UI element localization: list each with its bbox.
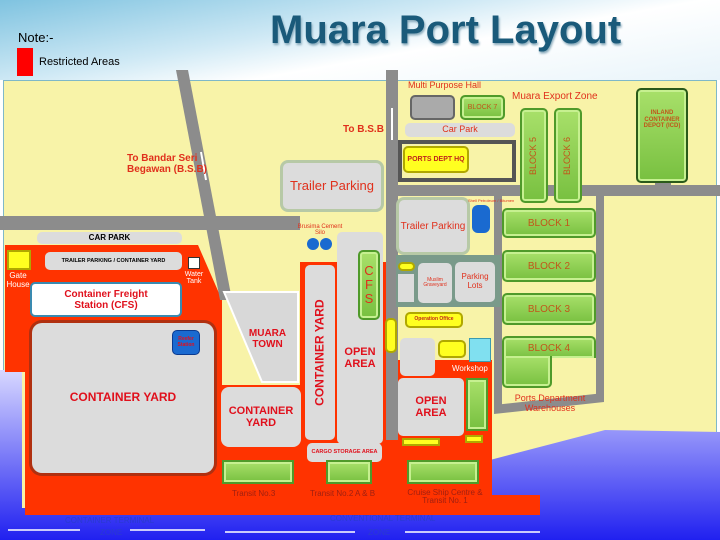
zone-conventional-terminal: CONVENTIONAL TERMINAL — [330, 514, 436, 523]
road-warehouse — [494, 393, 604, 414]
label-cement-silo: Brusima Cement Silo — [297, 224, 343, 236]
trailer-parking-top: Trailer Parking — [283, 163, 381, 209]
green-shed — [466, 378, 488, 431]
cargo-storage-area: CARGO STORAGE AREA — [307, 443, 382, 462]
legend-restricted: Restricted Areas — [39, 56, 120, 68]
multi-purpose-hall — [410, 95, 455, 120]
car-park-left: CAR PARK — [37, 232, 182, 244]
trailer-parking-mid: Trailer Parking — [399, 200, 467, 252]
cfs-vertical: C F S — [358, 250, 380, 320]
label-cruise: Cruise Ship Centre & Transit No. 1 — [407, 488, 483, 505]
road-blocks-east — [596, 196, 604, 401]
legend-note: Note:- — [18, 30, 54, 45]
inland-container-depot: INLAND CONTAINER DEPOT (ICD) — [636, 88, 688, 183]
label-gate-house: Gate House — [6, 271, 30, 289]
muara-town: MUARA TOWN — [248, 328, 287, 350]
block-6: BLOCK 6 — [554, 108, 582, 203]
ports-dept-hq: PORTS DEPT HQ — [403, 146, 469, 173]
reefer-station: Reefer Station — [172, 330, 200, 355]
water-tank — [188, 257, 200, 269]
label-workshop: Workshop — [452, 364, 488, 373]
workshop-building — [438, 340, 466, 358]
label-water-tank: Water Tank — [184, 271, 204, 285]
silo-icon — [320, 238, 332, 250]
label-to-bsb: To B.S.B — [343, 124, 384, 135]
label-warehouses: Ports Department Warehouses — [514, 393, 586, 413]
page-title: Muara Port Layout — [270, 8, 622, 52]
block-7: BLOCK 7 — [460, 95, 505, 120]
container-yard-small: CONTAINER YARD — [221, 387, 301, 447]
muara-town-shape — [222, 291, 299, 383]
transit-2 — [326, 460, 372, 484]
operation-office: Operation Office — [405, 312, 463, 328]
ports-hq-frame — [398, 140, 516, 182]
restricted-swatch — [17, 48, 33, 76]
block-5: BLOCK 5 — [520, 108, 548, 203]
trailer-container-yard: TRAILER PARKING / CONTAINER YARD — [45, 252, 182, 270]
open-area-right: OPEN AREA — [398, 378, 464, 436]
yellow-shed — [402, 438, 440, 446]
label-multi-purpose-hall: Multi Purpose Hall — [408, 80, 482, 90]
block-3: BLOCK 3 — [502, 293, 596, 325]
fuel-tank-icon — [472, 205, 490, 233]
small-lot — [398, 274, 414, 302]
block-4-lower — [502, 356, 552, 388]
workshop-lot — [400, 338, 435, 376]
zone-container-terminal: CONTAINER TERMINAL — [65, 516, 155, 525]
cruise-ship-centre — [407, 460, 479, 484]
car-park-top: Car Park — [405, 123, 515, 137]
block-1: BLOCK 1 — [502, 208, 596, 238]
yellow-shed — [465, 435, 483, 443]
parking-lots: Parking Lots — [455, 262, 495, 302]
container-yard-vertical: CONTAINER YARD — [305, 265, 335, 440]
header-background — [0, 0, 720, 80]
label-fuel-tanks: Shell Petroleum / Bitumen — [468, 198, 515, 203]
zone-conventional-zone: ZONE — [368, 528, 391, 537]
muslim-graveyard: Muslim Graveyard — [418, 263, 452, 303]
road-diagonal — [176, 70, 232, 300]
silo-icon — [307, 238, 319, 250]
road-icd — [655, 183, 671, 188]
container-freight-station: Container Freight Station (CFS) — [30, 282, 182, 317]
container-yard-vertical-label: CONTAINER YARD — [312, 299, 327, 406]
block-5-label: BLOCK 5 — [528, 136, 539, 175]
label-export-zone: Muara Export Zone — [512, 91, 598, 102]
yellow-strip — [385, 318, 397, 353]
label-transit-3: Transit No.3 — [232, 489, 276, 498]
label-to-bsb-full: To Bandar Seri Begawan (B.S.B) — [127, 153, 208, 175]
small-building — [398, 262, 415, 271]
label-transit-2: Transit No.2 A & B — [310, 489, 376, 498]
workshop-tank — [469, 338, 491, 362]
block-6-label: BLOCK 6 — [562, 136, 573, 175]
zone-container-zone: ZONE — [100, 528, 123, 537]
transit-3 — [222, 460, 294, 484]
road-west — [0, 216, 300, 230]
block-4: BLOCK 4 — [502, 336, 596, 358]
gate-house — [7, 250, 31, 270]
arrow-bsb-full — [200, 151, 207, 181]
block-2: BLOCK 2 — [502, 250, 596, 282]
